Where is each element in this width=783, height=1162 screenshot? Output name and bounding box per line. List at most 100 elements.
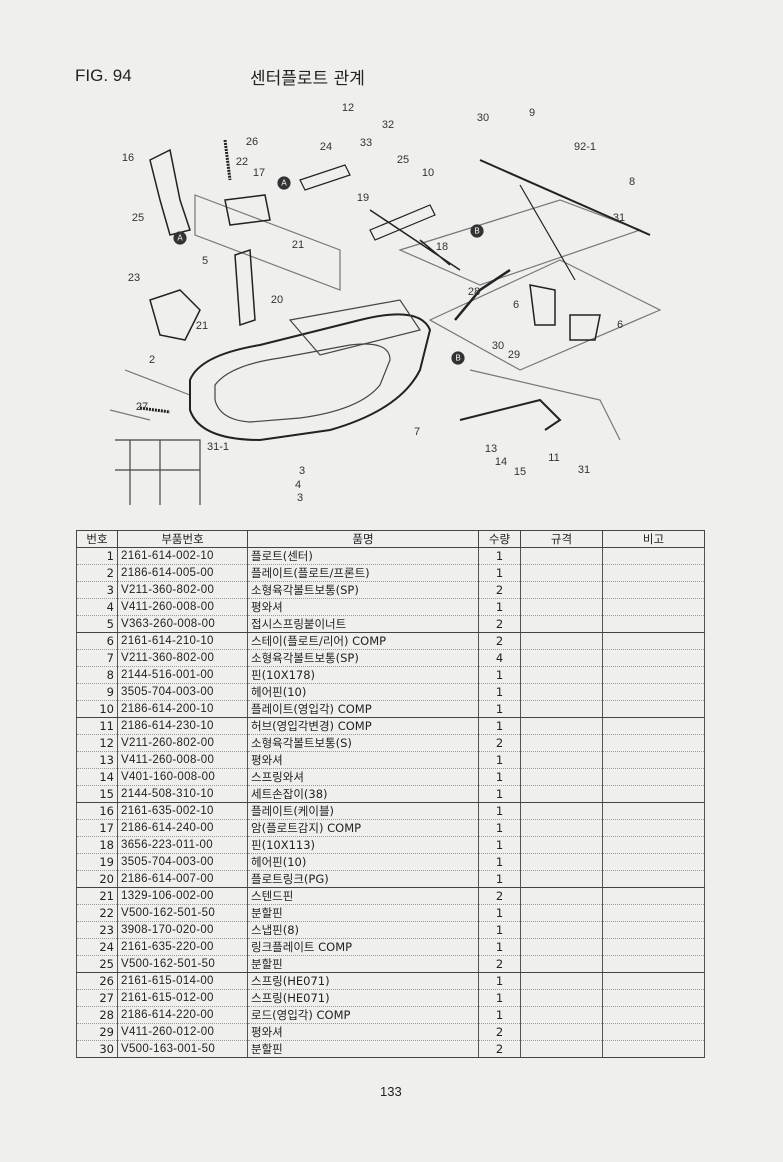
remarks-cell xyxy=(602,1040,705,1058)
part-name-cell: 분할핀 xyxy=(247,904,479,922)
part-number-cell: 3656-223-011-00 xyxy=(117,836,248,854)
callout: 30 xyxy=(476,112,490,124)
part-number-cell: 1329-106-002-00 xyxy=(117,887,248,905)
part-number-cell: V411-260-008-00 xyxy=(117,751,248,769)
center-float xyxy=(189,313,432,442)
part-name-cell: 평와셔 xyxy=(247,1023,479,1041)
callout: 21 xyxy=(291,239,305,251)
callout: 33 xyxy=(359,137,373,149)
row-number-cell: 19 xyxy=(76,853,118,871)
part-name-cell: 평와셔 xyxy=(247,751,479,769)
marker-b: B xyxy=(455,353,461,363)
part-name-cell: 허브(영입각변경) COMP xyxy=(247,717,479,735)
spec-cell xyxy=(520,887,603,905)
callout: 6 xyxy=(616,319,624,331)
quantity-cell: 2 xyxy=(478,887,521,905)
quantity-cell: 1 xyxy=(478,700,521,718)
callout: 10 xyxy=(421,167,435,179)
col-header-quantity: 수량 xyxy=(478,530,521,548)
part-number-cell: V411-260-008-00 xyxy=(117,598,248,616)
part-number-cell: 2186-614-007-00 xyxy=(117,870,248,888)
remarks-cell xyxy=(602,564,705,582)
spec-cell xyxy=(520,955,603,973)
remarks-cell xyxy=(602,870,705,888)
remarks-cell xyxy=(602,649,705,667)
row-number-cell: 16 xyxy=(76,802,118,820)
part-name-cell: 분할핀 xyxy=(247,955,479,973)
spec-cell xyxy=(520,717,603,735)
spec-cell xyxy=(520,734,603,752)
part-name-cell: 스테이(플로트/리어) COMP xyxy=(247,632,479,650)
quantity-cell: 1 xyxy=(478,870,521,888)
spec-cell xyxy=(520,802,603,820)
spec-cell xyxy=(520,666,603,684)
spec-cell xyxy=(520,1023,603,1041)
remarks-cell xyxy=(602,904,705,922)
quantity-cell: 1 xyxy=(478,938,521,956)
row-number-cell: 3 xyxy=(76,581,118,599)
callout: 22 xyxy=(235,156,249,168)
callout: 19 xyxy=(356,192,370,204)
callout: 15 xyxy=(513,466,527,478)
row-number-cell: 26 xyxy=(76,972,118,990)
spec-cell xyxy=(520,632,603,650)
part-name-cell: 세트손잡이(38) xyxy=(247,785,479,803)
callout: 17 xyxy=(252,167,266,179)
row-number-cell: 13 xyxy=(76,751,118,769)
part-name-cell: 로드(영입각) COMP xyxy=(247,1006,479,1024)
part-name-cell: 암(플로트감지) COMP xyxy=(247,819,479,837)
callout: 31 xyxy=(577,464,591,476)
callout: 6 xyxy=(512,299,520,311)
quantity-cell: 1 xyxy=(478,598,521,616)
callout: 31 xyxy=(612,212,626,224)
quantity-cell: 2 xyxy=(478,1040,521,1058)
quantity-cell: 1 xyxy=(478,802,521,820)
remarks-cell xyxy=(602,853,705,871)
quantity-cell: 1 xyxy=(478,717,521,735)
part-name-cell: 핀(10X178) xyxy=(247,666,479,684)
spec-cell xyxy=(520,989,603,1007)
remarks-cell xyxy=(602,955,705,973)
callout: 27 xyxy=(135,401,149,413)
guide-plane xyxy=(194,194,341,291)
quantity-cell: 2 xyxy=(478,581,521,599)
callout: 25 xyxy=(396,154,410,166)
callout: 12 xyxy=(341,102,355,114)
row-number-cell: 1 xyxy=(76,547,118,565)
remarks-cell xyxy=(602,700,705,718)
part-number-cell: 2186-614-200-10 xyxy=(117,700,248,718)
spec-cell xyxy=(520,564,603,582)
row-number-cell: 12 xyxy=(76,734,118,752)
row-number-cell: 5 xyxy=(76,615,118,633)
remarks-cell xyxy=(602,666,705,684)
row-number-cell: 2 xyxy=(76,564,118,582)
callout: 20 xyxy=(270,294,284,306)
callout: 26 xyxy=(245,136,259,148)
callout: 21 xyxy=(195,320,209,332)
spec-cell xyxy=(520,700,603,718)
spec-cell xyxy=(520,547,603,565)
row-number-cell: 29 xyxy=(76,1023,118,1041)
part-number-cell: 2161-615-014-00 xyxy=(117,972,248,990)
marker-b: B xyxy=(474,226,480,236)
row-number-cell: 25 xyxy=(76,955,118,973)
remarks-cell xyxy=(602,751,705,769)
part-name-cell: 분할핀 xyxy=(247,1040,479,1058)
callout: 18 xyxy=(435,241,449,253)
quantity-cell: 2 xyxy=(478,632,521,650)
